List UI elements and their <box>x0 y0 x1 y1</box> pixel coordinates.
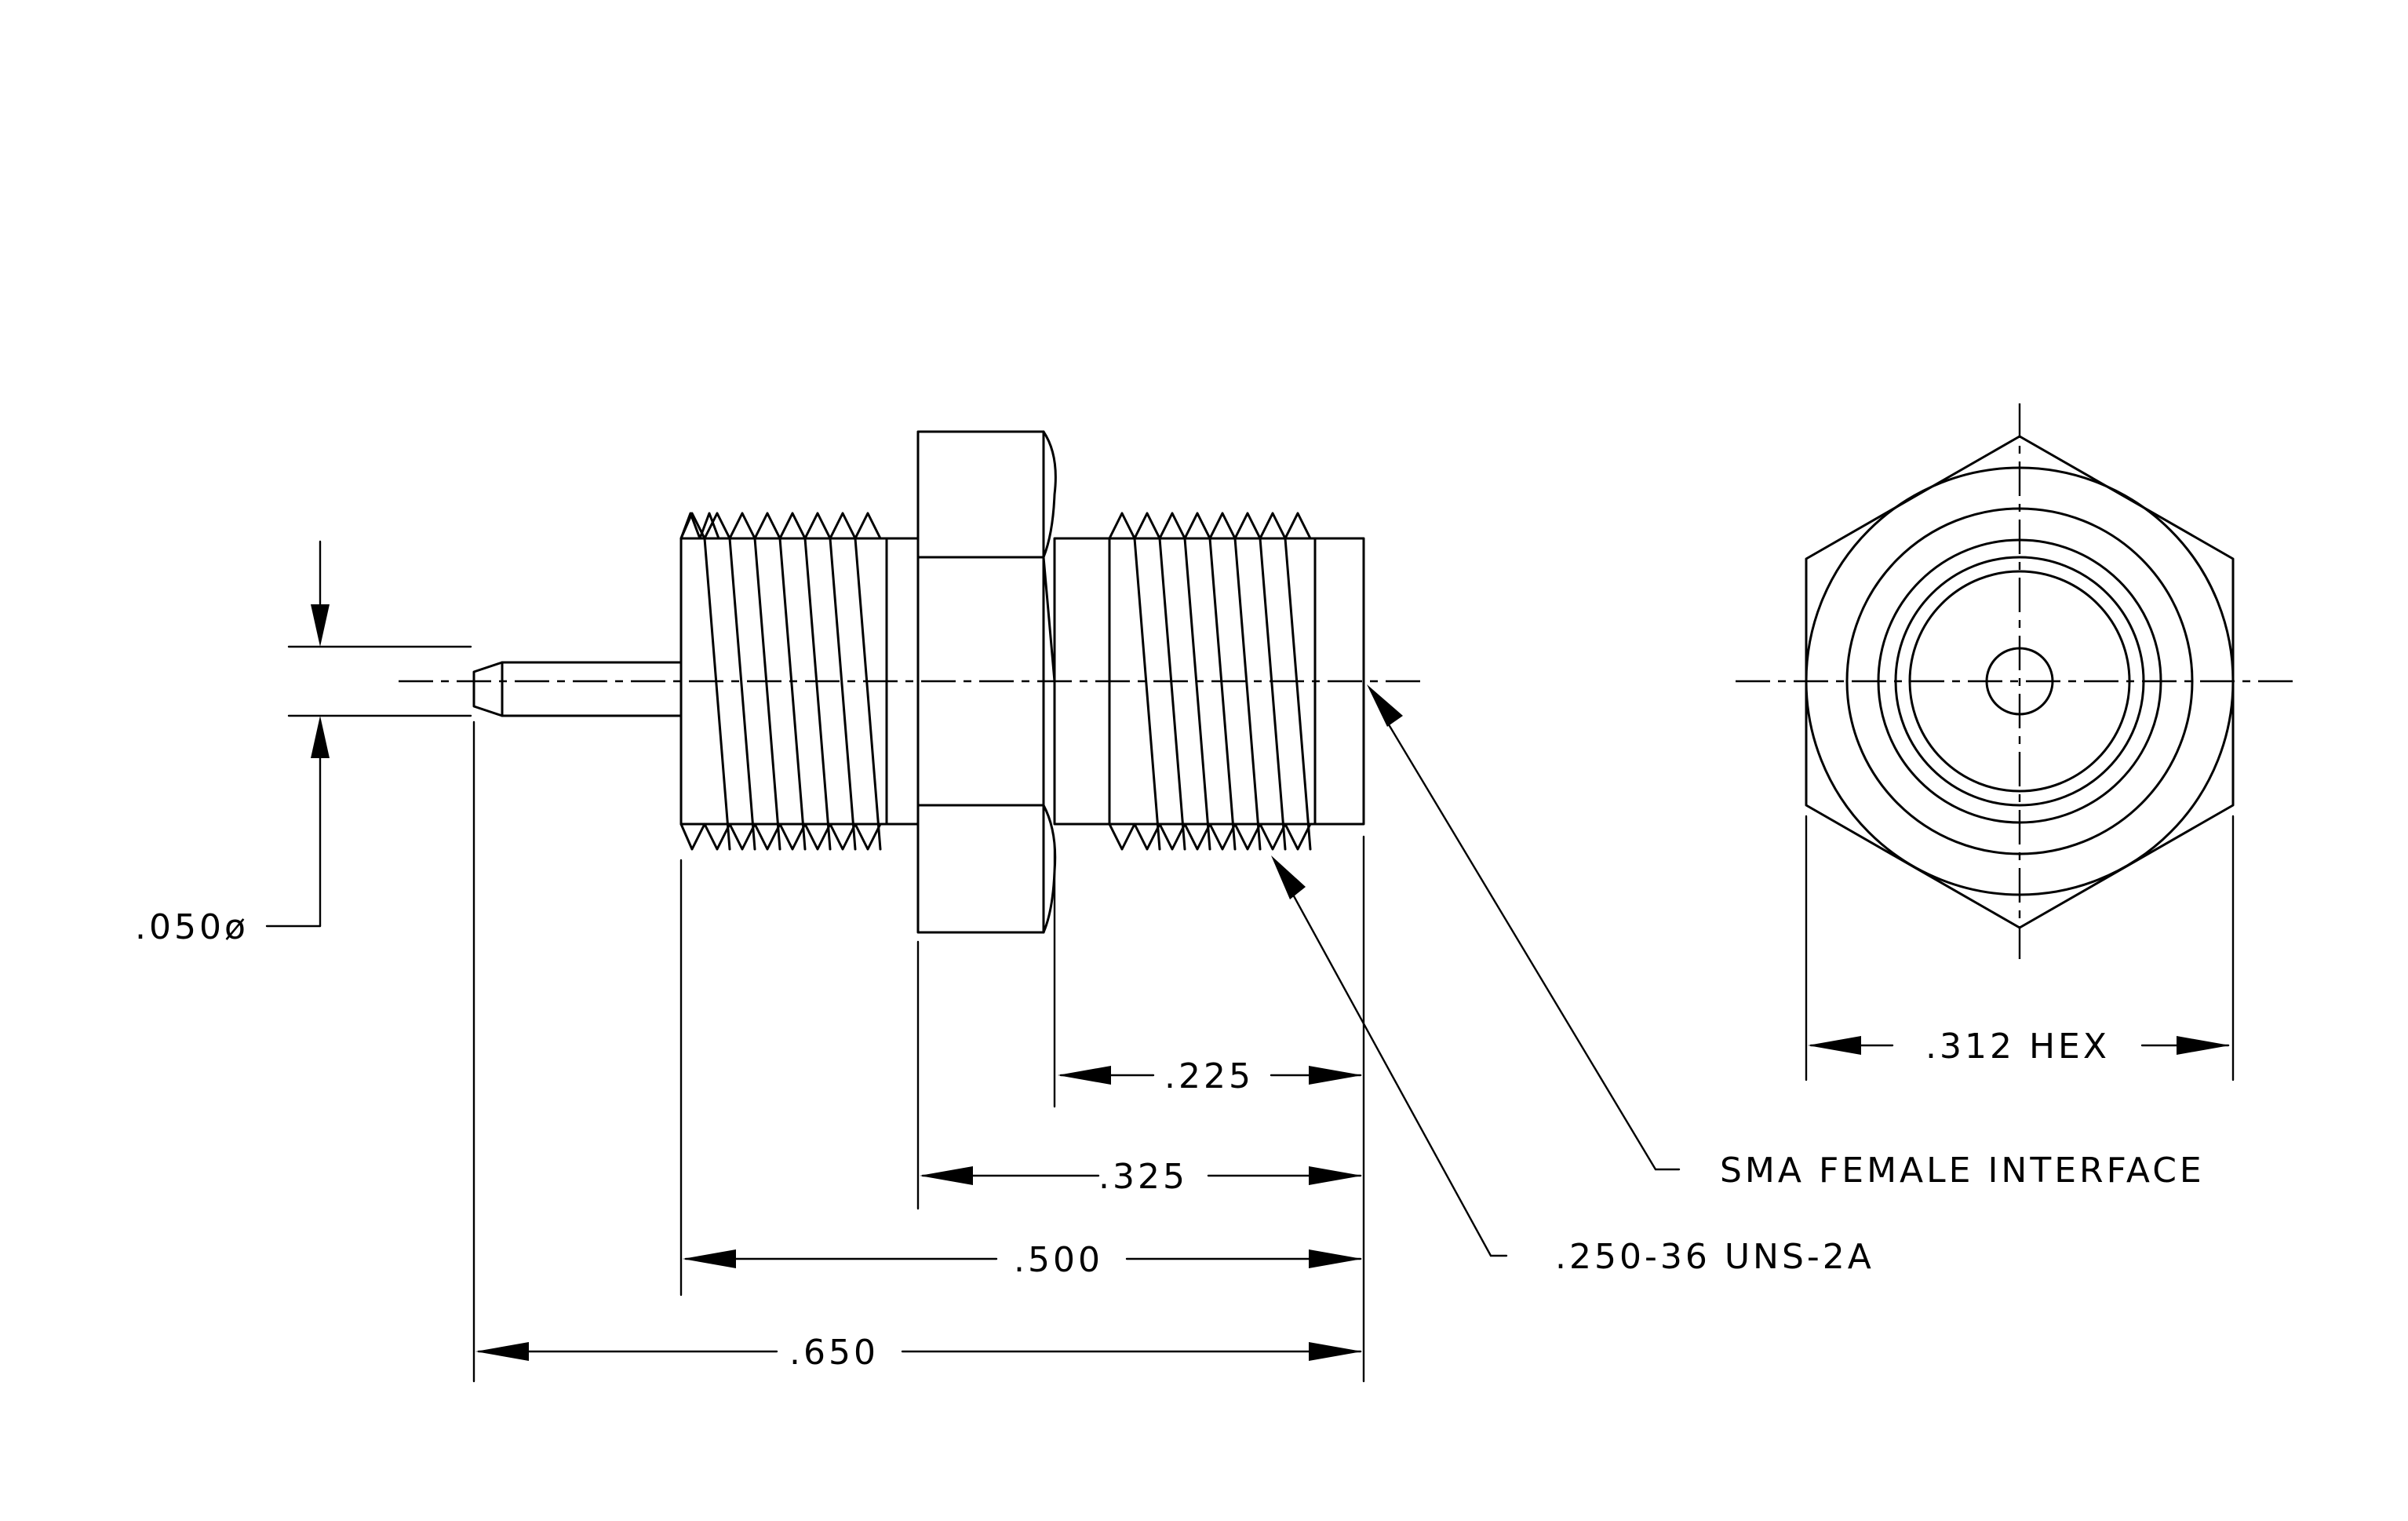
flange-circle <box>1845 507 2194 855</box>
hex-outline <box>1805 435 2235 929</box>
interface-circle-outer <box>1894 556 2145 807</box>
label-650: .650 <box>789 1333 879 1373</box>
center-contact-circle <box>1985 647 2054 716</box>
side-view <box>399 430 1428 934</box>
end-view <box>1736 403 2299 959</box>
label-500: .500 <box>1014 1240 1103 1280</box>
contact-pin <box>472 648 683 717</box>
dim-500 <box>683 1249 1362 1268</box>
hex-nut <box>916 430 1057 934</box>
leader-interface <box>1367 684 1681 1171</box>
extension-lines <box>472 720 2235 1383</box>
dim-650 <box>475 1342 1362 1361</box>
front-thread-body <box>1053 512 1365 851</box>
rear-thread-body <box>679 512 920 851</box>
dim-pin-diameter <box>265 540 472 928</box>
label-thread: .250-36 UNS-2A <box>1555 1237 1874 1277</box>
label-interface: SMA FEMALE INTERFACE <box>1720 1151 2205 1191</box>
label-pin-diameter: .050ø <box>135 907 249 947</box>
label-325: .325 <box>1098 1157 1188 1197</box>
leader-thread <box>1271 855 1508 1257</box>
label-hex: .312 HEX <box>1925 1027 2110 1067</box>
dim-hex <box>1808 1036 2230 1055</box>
body-circle <box>1877 538 2162 824</box>
dim-225 <box>1058 1066 1362 1085</box>
outer-circle <box>1805 466 2235 896</box>
dim-325 <box>920 1166 1362 1185</box>
interface-circle-inner <box>1908 570 2131 793</box>
label-225: .225 <box>1164 1056 1254 1096</box>
